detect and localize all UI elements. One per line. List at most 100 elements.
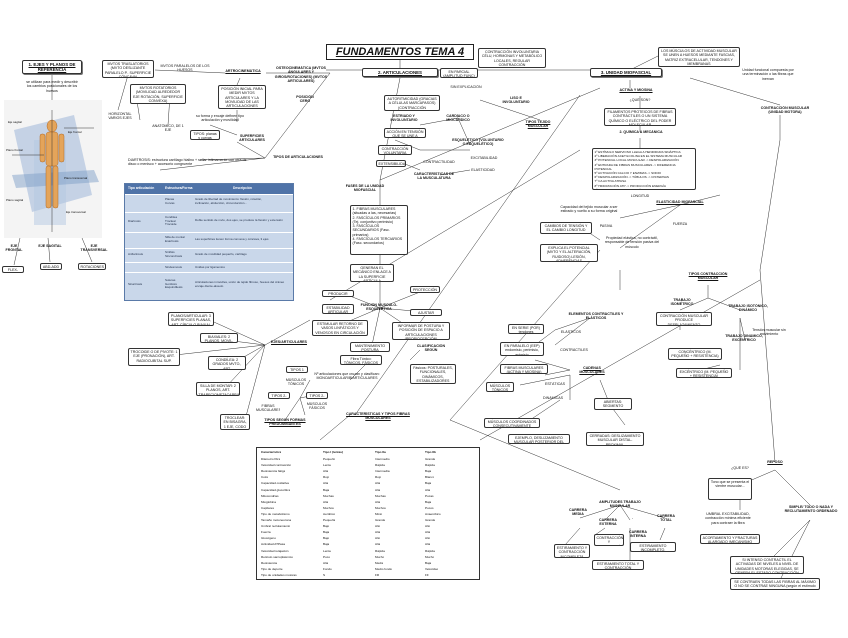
fibras-actina-miosina: FIBRAS MUSCULARES (ACTINA Y MIOSINA)	[500, 364, 548, 374]
filamentos-proteicos: FILAMENTOS PROTEICOS DE FIBRAS CONTRÁCTI…	[604, 108, 676, 126]
fiber-table-cell: Alta	[323, 499, 329, 504]
musculos-fasicos-label: MÚSCULOS FÁSICOS	[306, 402, 328, 411]
anatomy-planes-illustration	[4, 100, 102, 238]
mvtos-paralelos: MVTOS PARALELOS DE LOS HUESOS	[160, 64, 210, 73]
fiber-table-cell: Capacidad glucolítica	[261, 487, 291, 492]
fiber-table-cell: FF	[425, 572, 429, 577]
contraccion-involuntaria: CONTRACCIÓN INVOLUNTARIA CÉLU, HORMONAS …	[478, 48, 546, 68]
pasiva-label: PASIVA	[599, 224, 613, 228]
en-parcial: EN PARCIAL (AMPLITUD FUNC)	[440, 68, 478, 78]
todas-fibras: SE CONTRAEN TODAS LAS FIBRAS AL MÁXIMO O…	[730, 578, 820, 590]
planos-articular: PLANOS/ARTICULAR: 3 SUPERFICIES PLANAS, …	[168, 312, 214, 326]
carrera-total: CARRERA TOTAL	[657, 514, 675, 523]
silla-de-montar: SILLA DE MONTAR: 2 PLANOS, ART. TRAPECIO…	[196, 382, 240, 396]
sin-explicacion: SIN EXPLICACIÓN	[450, 85, 482, 89]
section-1-heading: 1. EJES Y PLANOS DE REFERENCIA	[22, 60, 82, 74]
proteccion: PROTECCIÓN	[410, 286, 440, 293]
joint-cell: Suturas Gonfosis Esquindilesis	[165, 279, 183, 290]
clasificacion-segun: CLASIFICACIÓN SEGÚN	[416, 344, 446, 353]
fiber-table-cell: Rápida	[375, 463, 385, 468]
fiber-table-cell: Baja	[323, 530, 330, 535]
axis-transversal: EJE TRANSVERSAL	[80, 244, 108, 253]
estiramiento-total: ESTIRAMIENTO TOTAL Y CONTRACCIÓN COMPLET…	[592, 560, 644, 570]
fig-label-frontal-plane: Plano frontal	[6, 148, 23, 152]
fiber-table-cell: Aeróbico	[323, 511, 336, 516]
fiber-table-cell: Pequeña	[323, 518, 336, 522]
joint-col-type: Tipo articulación	[128, 186, 155, 190]
joint-types-table: Tipo articulación Estructura/Forma Descr…	[124, 183, 294, 301]
section-3-heading: 3. UNIDAD MIOFASCIAL	[590, 68, 662, 77]
joint-cell: Diartrosis	[128, 220, 141, 223]
estriado-involuntario: ESTRIADO Y INVOLUNTARIO	[390, 114, 418, 122]
excitabilidad: EXCITABILIDAD	[470, 156, 498, 160]
mvto-abd-add: ABD-ADD	[40, 263, 62, 270]
fig-label-transversal-axis: Eje transversal	[66, 210, 86, 214]
caracteristicas-musculatura: CARACTERÍSTICAS DE LA MUSCULATURA	[413, 172, 455, 181]
joint-row: Planas Curvas Grado de libertad de movim…	[125, 194, 293, 213]
fiber-table-cell: Intermedia	[375, 469, 390, 474]
joint-col-structure: Estructura/Forma	[165, 186, 193, 190]
fiber-table-cell: Rápida	[425, 548, 435, 553]
fiber-table-cell: Tipo de metabolismo	[261, 511, 290, 516]
fiber-table-cell: Resistencia fatiga	[261, 469, 286, 474]
intenso-contractil: SI INTENSO CONTRACTIL EL ACTIVADAS DE NI…	[730, 556, 804, 574]
fuerza-label: FUERZA	[672, 222, 688, 226]
fiber-table-cell: Alta	[425, 487, 431, 492]
troclear: TROCLEAR: EN BISAGRA, 1 EJE, CODO	[220, 414, 250, 430]
contraccion-desplaza-palancas: CONTRACCIÓN MUSCULAR PRODUCE DESPLAZAMIE…	[656, 312, 712, 326]
fiber-table-cell: Capacidad oxidativa	[261, 481, 289, 486]
joint-row: Silla de montar Enartrosis Las superfici…	[125, 232, 293, 249]
fibras-label: FIBRAS MUSCULARES	[256, 404, 280, 413]
fiber-table-cell: Muchas	[375, 493, 386, 498]
caracteristicas-tipos-fibras: CARACTERÍSTICAS Y TIPOS FIBRAS MUSCULARE…	[346, 412, 410, 421]
excentrico: EXCÉNTRICO (M. PEQUEÑO + RESISTENCIA)	[676, 368, 732, 378]
fiber-table-cell: Velocidad relajación	[261, 548, 289, 553]
fiber-table-cell: Poco	[323, 554, 331, 559]
fiber-table-cell: Alto	[425, 524, 431, 529]
contractilidad: CONTRACTILIDAD	[423, 160, 455, 164]
tipo-2a: TIPOS 2-A	[268, 392, 290, 399]
reposo: REPOSO	[767, 460, 783, 464]
tipo-2b: TIPOS 2-B	[306, 392, 328, 399]
fiber-table-cell: Diámetro fibra	[261, 457, 281, 461]
fiber-table-cell: Alto	[375, 524, 381, 529]
fiber-col-characteristic: Característica	[261, 450, 282, 454]
fasicos-tipos: Fásicos: POSTURALES, FUNCIONALES, DINÁMI…	[410, 364, 456, 384]
fiber-table-cell: Medio fondo	[375, 566, 393, 571]
actina-miosina: ACTINA Y MIOSINA	[619, 88, 653, 92]
fiber-table-cell: Media	[375, 560, 384, 565]
fiber-table-cell: Baja	[425, 560, 432, 565]
fiber-col-type2b: Tipo IIb	[425, 450, 436, 454]
que-son: ¿QUÉ SON?	[629, 98, 651, 102]
estiramiento-contraccion-completa: CONTRACCIÓN Y CONTRACCIÓN COMPLETA	[594, 534, 624, 546]
fiber-table-cell: Alta	[375, 542, 381, 547]
fiber-table-cell: Actividad ATPasa	[261, 542, 286, 547]
osteocinematica: OSTEOCINEMÁTICA (MVTOS ÁNGULARES Y GIROS…	[274, 66, 328, 83]
fiber-table-cell: Pocos	[425, 505, 434, 510]
ejes-articulares: EJES/ARTICULARES	[271, 340, 307, 344]
proceso-contraccion: 1º ESTÍMULO NERVIOSO LLEGA A HENDIDURA S…	[592, 148, 696, 190]
superficies-articulares: SUPERFICIES ARTICULARES	[239, 134, 265, 143]
musculos-tonicos: MÚSCULOS TÓNICOS	[486, 382, 514, 392]
fig-label-transversal-plane: Plano transversal	[64, 176, 88, 180]
fig-label-sagital-axis: Eje sagital	[8, 120, 22, 124]
acortamiento-fracturas: ACORTAMIENTO Y FRACTURAS ALARGADO (MECAN…	[700, 534, 760, 544]
fiber-table-cell: Retículo sarcoplásmico	[261, 554, 293, 559]
fiber-table-cell: Tamaño motoneurona	[261, 518, 292, 522]
joint-row: Anfiartrosis Sínfisis Sincondrosis Grado…	[125, 248, 293, 263]
fiber-table-cell: Fuerza	[261, 530, 271, 535]
fiber-table-cell: Baja	[425, 469, 432, 474]
fiber-table-cell: Alta	[375, 530, 381, 535]
contractiles-label: CONTRÁCTILES	[560, 348, 588, 352]
fiber-table-cell: Blanco	[425, 475, 435, 480]
tipos-tejido-muscular: TIPOS TEJIDO MUSCULAR	[525, 120, 551, 129]
